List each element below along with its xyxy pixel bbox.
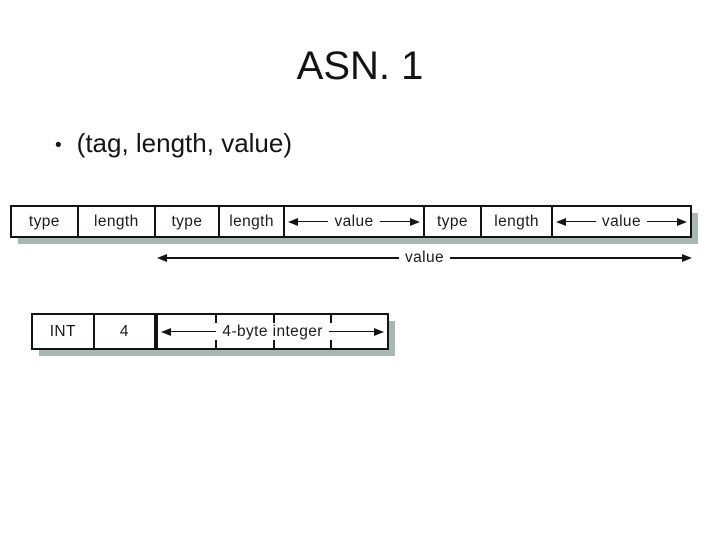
int-cell-length: 4 [92,315,155,348]
bullet-item: • (tag, length, value) [55,128,293,159]
tlv-cell-length: length [76,207,154,236]
arrowhead-right-icon [682,254,692,262]
byte-tick [215,315,218,323]
cell-label: type [28,212,60,230]
tlv-cell-length: length [217,207,284,236]
arrowhead-right-icon [409,217,420,226]
outer-value-arrow: value [157,249,692,267]
byte-tick [215,340,218,348]
tlv-cell-type: type [12,207,77,236]
arrow-line [646,221,678,222]
tlv-cell-type: type [422,207,481,236]
cell-label: 4 [119,322,129,340]
cell-label: type [436,212,468,230]
arrowhead-left-icon [555,217,566,226]
cell-label: length [94,212,139,230]
arrowhead-left-icon [161,327,172,336]
arrowhead-left-icon [288,217,299,226]
cell-label: length [494,212,539,230]
int-cell-type: INT [33,315,93,348]
tlv-cell-value: value [550,207,690,236]
value-span-arrow: value [553,207,690,236]
arrowhead-right-icon [677,217,688,226]
slide-title: ASN. 1 [296,44,424,88]
bullet-icon: • [55,135,62,157]
cell-label: 4-byte integer [222,322,323,340]
arrowhead-right-icon [373,327,384,336]
tlv-cell-length: length [480,207,551,236]
cell-label: INT [49,322,76,340]
cell-label: length [229,212,274,230]
byte-tick [272,340,275,348]
arrow-line [171,331,217,332]
tlv-cell-value: value [283,207,422,236]
cell-label: value [334,212,374,230]
cell-label: type [171,212,203,230]
int-cell-value: 4-byte integer [154,315,387,348]
int-example-row: INT 4 4-byte integer [31,313,389,350]
cell-label: value [601,212,641,230]
arrow-line [298,221,329,222]
tlv-cell-type: type [154,207,218,236]
arrow-line [565,221,596,222]
arrow-line [379,221,410,222]
tlv-diagram-row: type length type length value type lengt… [10,205,692,238]
arrowhead-left-icon [157,254,167,262]
byte-tick [329,340,332,348]
bullet-text: (tag, length, value) [76,128,293,158]
arrow-line [167,257,399,259]
byte-tick [329,315,332,323]
value-span-arrow: 4-byte integer [158,315,387,348]
byte-tick [272,315,275,323]
arrow-line [328,331,374,332]
value-span-arrow: value [285,207,422,236]
outer-value-label: value [404,249,445,266]
arrow-line [450,257,682,259]
